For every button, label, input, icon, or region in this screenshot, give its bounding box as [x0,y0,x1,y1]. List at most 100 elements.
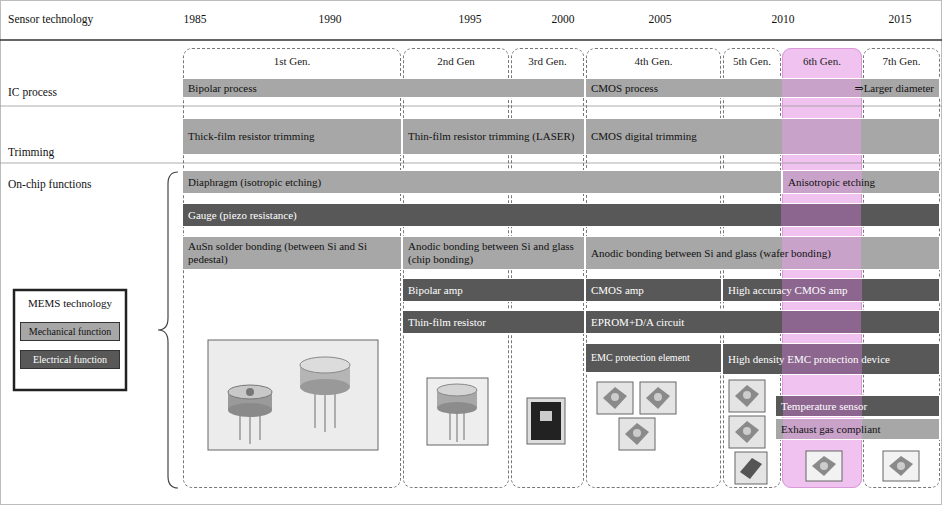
mechanical-bar: Anisotropic etching [782,170,940,194]
year-label: 2005 [649,13,672,27]
node-text: Diaphragm (isotropic etching) [183,176,326,189]
sensor-port [743,391,751,399]
node-text: Thin-film resistor [403,316,491,329]
node-text: 2nd Gen [435,55,477,68]
legend-box [14,290,126,390]
mechanical-bar: Anodic bonding between Si and glass (waf… [585,236,940,270]
node-text: 5th Gen. [731,55,773,68]
sensor-port [611,393,619,401]
photo-frame [883,451,919,481]
sensor-package [735,385,759,407]
electrical-bar: CMOS amp [585,278,722,302]
node-text: CMOS process [586,82,663,95]
sensor-package [646,387,670,409]
legend-swatch: Mechanical function [20,322,120,341]
node-text: 6th Gen. [801,55,843,68]
sensor-pin [456,412,458,442]
sensor-pin [324,390,326,432]
row-rule [0,163,942,164]
photo-frame [427,378,488,445]
node-text: Temperature sensor [776,400,872,413]
chip-package [531,402,561,440]
photo-frame [729,380,765,412]
sensor-pin [449,410,451,440]
sensor-port [654,393,662,401]
node-text: Bipolar amp [403,284,468,297]
photo-frame [806,451,842,481]
node-text: Gauge (piezo resistance) [183,209,302,222]
sensor-package [889,456,913,476]
legend-heading: MEMS technology [28,297,112,310]
sensor-package [740,458,762,479]
electrical-bar: Bipolar amp [402,278,585,302]
photo-frame [527,398,565,444]
photo-frame [208,340,378,450]
process-bar: CMOS process ⇒Larger diameter [585,78,940,98]
header-label: Sensor technology [8,13,93,27]
node-text: CMOS digital trimming [586,130,702,143]
electrical-bar: Temperature sensor [775,395,940,417]
trimming-bar: Thick-film resistor trimming [182,118,402,155]
node-text: Anodic bonding between Si and glass (chi… [403,240,584,265]
can-top [300,357,350,373]
can-detail [246,388,254,396]
node-text: AuSn solder bonding (between Si and Si p… [183,240,401,265]
can-top [228,385,272,399]
node-text: Bipolar process [183,82,262,95]
node-text: 7th Gen. [881,55,923,68]
sensor-package [603,387,627,409]
mechanical-bar: Exhaust gas compliant [775,418,940,440]
node-text: CMOS amp [586,284,649,297]
can-top [437,384,477,396]
node-text: Exhaust gas compliant [776,423,886,436]
node-text: Thick-film resistor trimming [183,130,319,143]
trimming-bar: Thin-film resistor trimming (LASER) [402,118,585,155]
can-base [300,379,350,395]
row-rule [0,106,942,107]
node-text: 4th Gen. [633,55,675,68]
header-rule [0,39,942,41]
sensor-package [735,421,759,443]
node-text: 3rd Gen. [526,55,569,68]
year-label: 1995 [459,13,482,27]
electrical-bar: High accuracy CMOS amp [722,278,940,302]
mechanical-bar: Anodic bonding between Si and glass (chi… [402,236,585,270]
sensor-package [812,456,836,476]
can-base [228,403,272,417]
electrical-bar: Gauge (piezo resistance) [182,203,940,227]
year-label: 2010 [772,13,795,27]
sensor-port [897,462,905,470]
sensor-port [820,462,828,470]
photo-frame [619,418,655,450]
legend-text: Electrical function [30,354,110,365]
year-label: 2015 [889,13,912,27]
process-bar: Bipolar process [182,78,585,98]
mechanical-bar: Diaphragm (isotropic etching) [182,170,782,194]
node-text: Thin-film resistor trimming (LASER) [403,130,580,143]
chip-window [540,411,552,421]
mechanical-bar: AuSn solder bonding (between Si and Si p… [182,236,402,270]
node-text: ⇒Larger diameter [849,82,939,95]
node-text: EPROM+D/A circuit [586,316,689,329]
electrical-bar: EMC protection element [585,343,722,373]
trimming-bar: CMOS digital trimming [585,118,940,155]
photo-frame [597,382,633,414]
sensor-package [625,423,649,445]
photo-frame [735,452,767,484]
node-text: Anodic bonding between Si and glass (waf… [586,247,836,260]
node-text: High accuracy CMOS amp [723,284,852,297]
photo-frame [640,382,676,414]
sensor-pin [463,410,465,440]
legend-swatch: Electrical function [20,350,120,369]
node-text: High density EMC protection device [723,353,895,366]
photo-frame [729,416,765,448]
sensor-port [743,427,751,435]
sensor-port [633,429,641,437]
year-label: 1985 [184,13,207,27]
curly-brace [158,172,178,488]
year-label: 2000 [552,13,575,27]
year-label: 1990 [319,13,342,27]
electrical-bar: EPROM+D/A circuit [585,310,940,334]
